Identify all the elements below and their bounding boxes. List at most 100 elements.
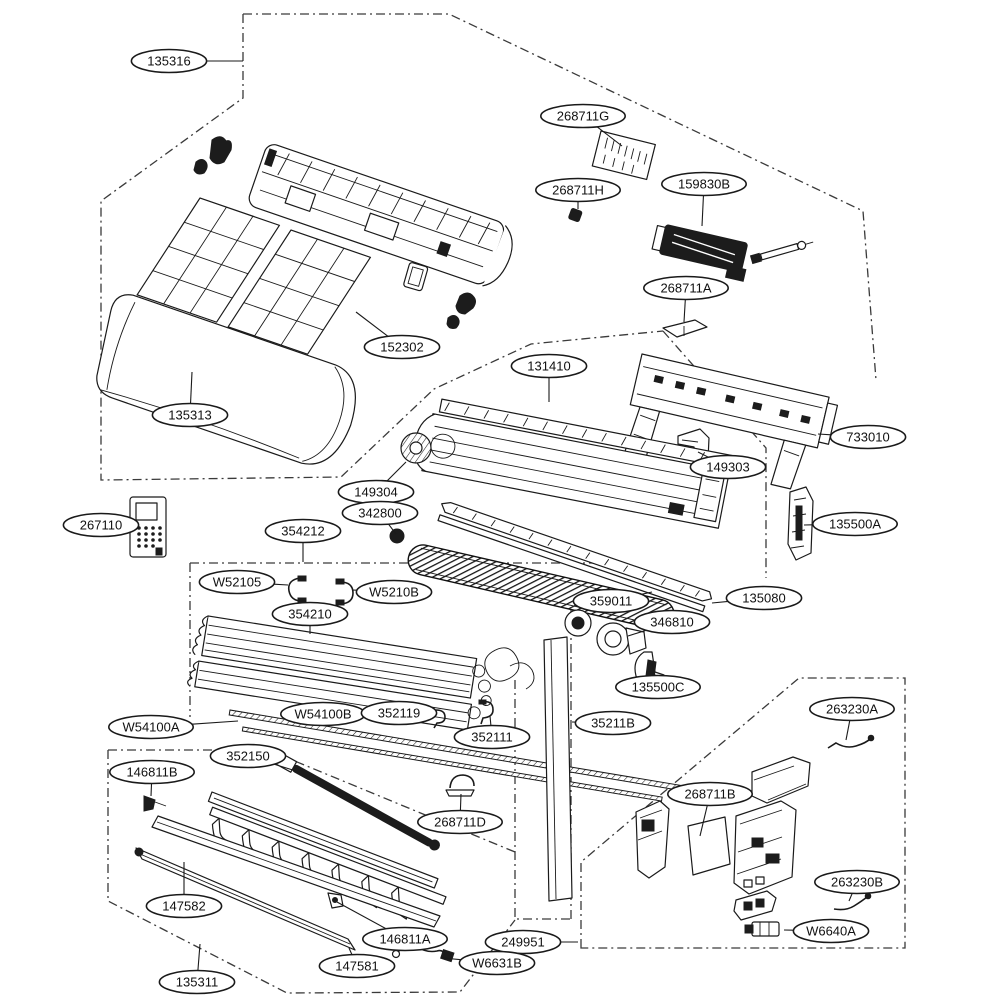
part-label-W5210B: W5210B bbox=[351, 579, 433, 605]
part-label-146811A: 146811A bbox=[336, 901, 448, 952]
fan-bearing-ring bbox=[389, 528, 405, 544]
svg-text:733010: 733010 bbox=[846, 430, 889, 445]
chassis-part bbox=[248, 144, 513, 287]
upper-vane-blade bbox=[151, 815, 441, 928]
air-guide-strip bbox=[543, 636, 573, 902]
air-filter-right bbox=[227, 229, 372, 355]
svg-text:267110: 267110 bbox=[80, 518, 122, 533]
part-label-149304: 149304 bbox=[337, 461, 415, 505]
lower-vane bbox=[134, 847, 356, 951]
clamp-268711d bbox=[445, 774, 475, 797]
svg-text:W5210B: W5210B bbox=[369, 585, 419, 600]
label-sheet bbox=[591, 130, 656, 181]
svg-text:159830B: 159830B bbox=[678, 177, 730, 192]
part-label-249951: 249951 bbox=[484, 929, 578, 955]
part-labels: 135316 268711G 268711H 159830B 268711A 152302… bbox=[62, 48, 907, 995]
part-label-268711D: 268711D bbox=[416, 793, 503, 835]
svg-text:135500A: 135500A bbox=[829, 517, 881, 532]
bracket-268711a bbox=[662, 319, 708, 338]
control-box-assembly bbox=[635, 756, 811, 921]
svg-text:352111: 352111 bbox=[471, 730, 512, 745]
small-plate bbox=[403, 262, 429, 292]
part-label-W6631B: W6631B bbox=[442, 950, 536, 976]
svg-text:149304: 149304 bbox=[354, 485, 397, 500]
svg-text:263230A: 263230A bbox=[826, 702, 878, 717]
part-label-346810: 346810 bbox=[627, 609, 711, 637]
svg-text:352119: 352119 bbox=[378, 706, 420, 721]
svg-text:268711H: 268711H bbox=[552, 183, 604, 198]
svg-text:147581: 147581 bbox=[335, 959, 378, 974]
part-label-263230B: 263230B bbox=[813, 869, 900, 902]
svg-text:W52105: W52105 bbox=[213, 575, 261, 590]
svg-text:268711D: 268711D bbox=[434, 815, 486, 830]
air-filter-left bbox=[136, 197, 281, 323]
part-label-159830B: 159830B bbox=[660, 171, 747, 227]
part-label-268711G: 268711G bbox=[539, 103, 626, 147]
svg-text:W54100A: W54100A bbox=[122, 720, 179, 735]
svg-text:354212: 354212 bbox=[281, 524, 324, 539]
part-label-152302: 152302 bbox=[355, 311, 441, 360]
part-label-135316: 135316 bbox=[130, 48, 243, 74]
part-label-359011: 359011 bbox=[572, 588, 653, 614]
svg-text:135311: 135311 bbox=[176, 975, 218, 990]
hinge-parts-top bbox=[193, 136, 232, 175]
part-label-135311: 135311 bbox=[158, 943, 236, 995]
svg-text:149303: 149303 bbox=[706, 460, 749, 475]
svg-text:W54100B: W54100B bbox=[294, 707, 351, 722]
svg-text:135500C: 135500C bbox=[632, 680, 685, 695]
part-label-W54100B: W54100B bbox=[279, 701, 366, 727]
svg-text:135316: 135316 bbox=[147, 54, 190, 69]
part-label-W54100A: W54100A bbox=[108, 714, 239, 740]
svg-text:W6640A: W6640A bbox=[806, 924, 856, 939]
svg-text:263230B: 263230B bbox=[831, 875, 883, 890]
clip-352119 bbox=[433, 709, 446, 729]
display-unit bbox=[651, 224, 748, 282]
part-label-35211B: 35211B bbox=[571, 710, 652, 736]
screw-268711h bbox=[568, 208, 583, 223]
svg-text:131410: 131410 bbox=[527, 359, 570, 374]
part-label-352111: 352111 bbox=[453, 715, 531, 750]
fan-motor bbox=[596, 622, 647, 656]
svg-text:W6631B: W6631B bbox=[472, 956, 522, 971]
part-label-135500C: 135500C bbox=[614, 663, 701, 700]
svg-text:146811A: 146811A bbox=[379, 932, 430, 947]
svg-text:342800: 342800 bbox=[358, 506, 401, 521]
svg-text:147582: 147582 bbox=[162, 899, 205, 914]
connector-w6640a bbox=[744, 921, 780, 937]
part-label-146811B: 146811B bbox=[109, 759, 196, 797]
vane-assembly bbox=[205, 791, 447, 920]
svg-text:268711G: 268711G bbox=[557, 109, 610, 124]
svg-text:152302: 152302 bbox=[380, 340, 423, 355]
part-label-267110: 267110 bbox=[62, 512, 140, 538]
part-label-733010: 733010 bbox=[817, 424, 907, 450]
sensor-part bbox=[749, 240, 814, 265]
front-panel bbox=[96, 294, 356, 465]
part-label-268711B: 268711B bbox=[666, 781, 753, 837]
part-label-268711A: 268711A bbox=[642, 275, 729, 323]
clip-146811a bbox=[327, 892, 344, 909]
discharge-louver bbox=[437, 502, 713, 613]
hinge-parts-mid bbox=[446, 292, 476, 329]
fan-end-ring bbox=[564, 609, 592, 637]
step-motor-rod bbox=[275, 752, 440, 851]
part-label-263230A: 263230A bbox=[808, 696, 895, 741]
part-label-147581: 147581 bbox=[318, 947, 396, 979]
pipe-coils bbox=[484, 647, 535, 690]
part-label-W52105: W52105 bbox=[198, 569, 289, 595]
part-label-W6640A: W6640A bbox=[783, 918, 870, 944]
wire-263230a bbox=[827, 734, 875, 749]
svg-text:354210: 354210 bbox=[288, 607, 331, 622]
svg-text:268711A: 268711A bbox=[660, 281, 711, 296]
wire-263230b bbox=[833, 892, 872, 911]
clip-146811b bbox=[143, 795, 167, 812]
svg-text:249951: 249951 bbox=[501, 935, 544, 950]
part-label-354212: 354212 bbox=[264, 518, 342, 562]
part-label-268711H: 268711H bbox=[534, 177, 621, 209]
svg-text:35211B: 35211B bbox=[591, 716, 635, 731]
part-label-354210: 354210 bbox=[271, 601, 349, 634]
part-label-135313: 135313 bbox=[151, 371, 229, 428]
svg-text:352150: 352150 bbox=[226, 749, 269, 764]
bearing-housing bbox=[400, 432, 432, 464]
